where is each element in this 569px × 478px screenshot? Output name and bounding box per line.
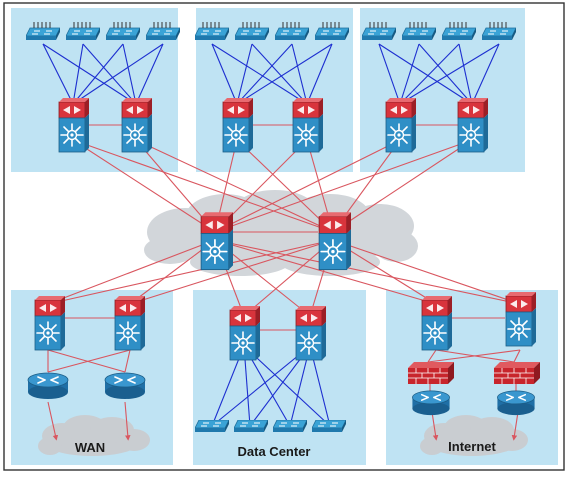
dc-distribution-switch [229, 306, 260, 361]
core-switch [200, 212, 233, 271]
internet-router [411, 390, 451, 416]
wan-router [104, 372, 146, 400]
data-center-label: Data Center [238, 444, 311, 459]
internet-label: Internet [448, 439, 496, 454]
wan-distribution-switch [34, 296, 65, 351]
wan-distribution-switch [114, 296, 145, 351]
internet-distribution-switch [421, 296, 452, 351]
wan-router [27, 372, 69, 400]
internet-cloud [420, 415, 528, 456]
internet-distribution-switch [505, 292, 536, 347]
dc-distribution-switch [295, 306, 326, 361]
dc-access-switch [312, 420, 346, 433]
distribution-switch [292, 98, 323, 153]
dc-access-switch [195, 420, 229, 433]
cloud-arrows [47, 401, 519, 441]
distribution-switch [121, 98, 152, 153]
access-links [42, 43, 500, 427]
distribution-switch [385, 98, 416, 153]
wan-label: WAN [75, 440, 105, 455]
distribution-switch [222, 98, 253, 153]
dc-access-switch [234, 420, 268, 433]
distribution-switch [58, 98, 89, 153]
firewall [494, 362, 540, 384]
wan-cloud [38, 415, 150, 456]
internet-router [496, 390, 536, 416]
data-center-block [193, 290, 366, 465]
firewall [408, 362, 454, 384]
core-switch [318, 212, 351, 271]
dc-access-switch [273, 420, 307, 433]
distribution-switch [457, 98, 488, 153]
